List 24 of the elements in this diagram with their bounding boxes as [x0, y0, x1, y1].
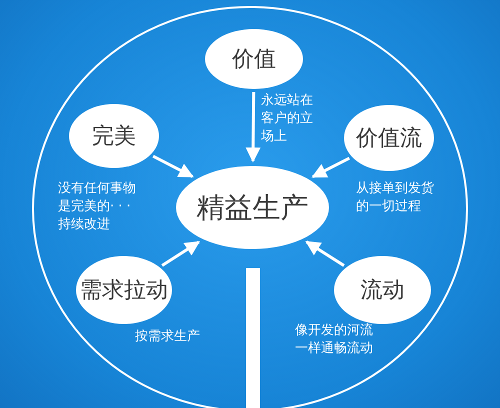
oval-node	[75, 255, 173, 325]
center-oval	[175, 165, 330, 250]
arrow	[161, 240, 200, 267]
node-label: 价值流	[356, 125, 422, 153]
description-text: 没有任何事物是完美的· · ·持续改进	[58, 180, 137, 234]
arrow	[152, 154, 194, 178]
circle-outline	[32, 6, 468, 408]
node-label: 精益生产	[196, 190, 308, 226]
arrow	[312, 156, 350, 178]
node-label: 需求拉动	[80, 277, 168, 305]
node-label: 价值	[232, 46, 276, 74]
oval-node	[204, 28, 304, 90]
description-text: 像开发的河流一样通畅流动	[295, 322, 374, 358]
node-label: 流动	[360, 277, 404, 305]
description-text: 按需求生产	[135, 328, 201, 346]
oval-node	[68, 103, 160, 169]
description-text: 永远站在客户的立场上	[261, 92, 314, 146]
description-text: 从接单到发货的一切过程	[356, 180, 435, 216]
arrow	[246, 92, 261, 162]
node-label: 完美	[92, 123, 136, 151]
arrow	[305, 240, 345, 267]
oval-node	[333, 255, 432, 325]
stem-bar	[246, 268, 260, 408]
oval-node	[343, 104, 435, 172]
